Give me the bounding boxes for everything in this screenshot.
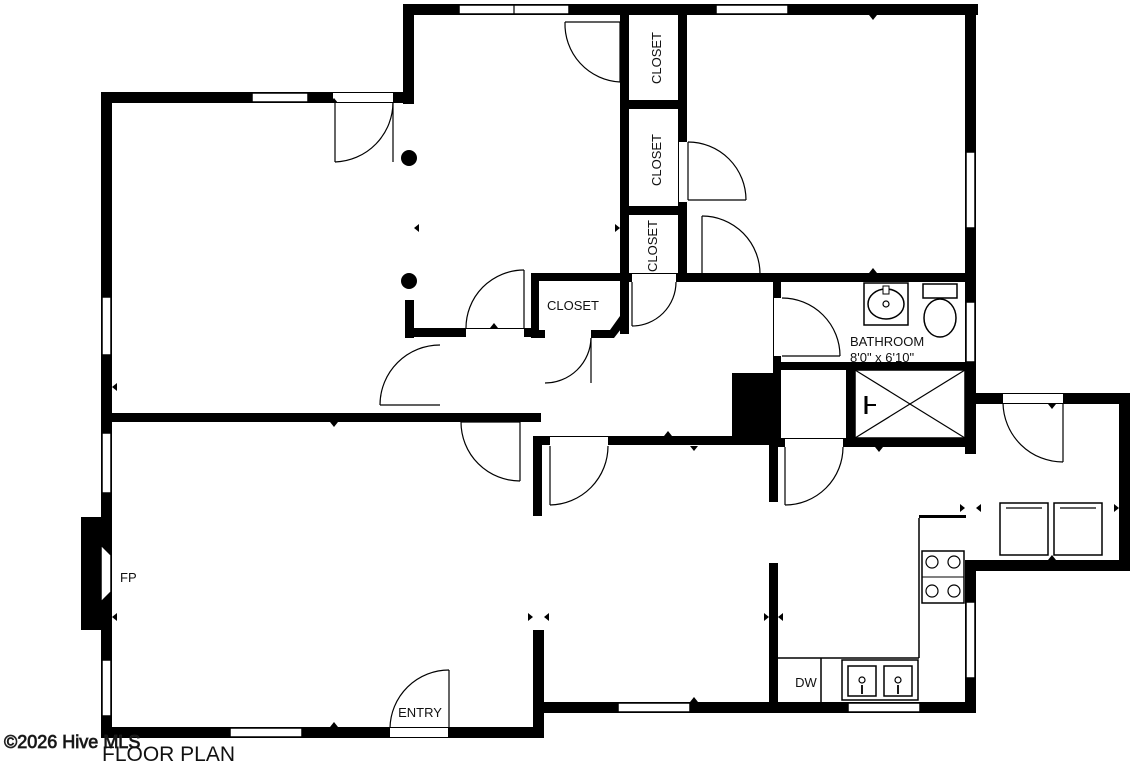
closet-label-3: CLOSET: [645, 220, 660, 272]
windows: [101, 4, 976, 738]
bathroom-dimensions: 8'0" x 6'10": [850, 350, 914, 365]
entry-label: ENTRY: [398, 705, 442, 720]
watermark: ©2026 Hive MLS: [4, 732, 140, 752]
bathroom-fixtures: [854, 282, 966, 439]
floor-plan-title: FLOOR PLAN: [102, 743, 235, 766]
kitchen-fixtures: [778, 518, 965, 702]
closet-label-2: CLOSET: [649, 134, 664, 186]
bathroom-label: BATHROOM: [850, 334, 924, 349]
support-columns: [401, 150, 417, 289]
closet-label-4: CLOSET: [547, 298, 599, 313]
fireplace-label: FP: [120, 570, 137, 585]
interior-walls: [101, 4, 976, 713]
doors: [333, 21, 1064, 737]
fireplace: [81, 517, 112, 630]
footer: ©2026 Hive MLS FLOOR PLAN: [4, 732, 235, 766]
dimension-markers: [112, 15, 1119, 727]
closet-label-1: CLOSET: [649, 32, 664, 84]
dishwasher-label: DW: [795, 675, 817, 690]
laundry-appliances: [999, 502, 1103, 556]
room-labels: CLOSET CLOSET CLOSET CLOSET BATHROOM 8'0…: [120, 32, 924, 720]
